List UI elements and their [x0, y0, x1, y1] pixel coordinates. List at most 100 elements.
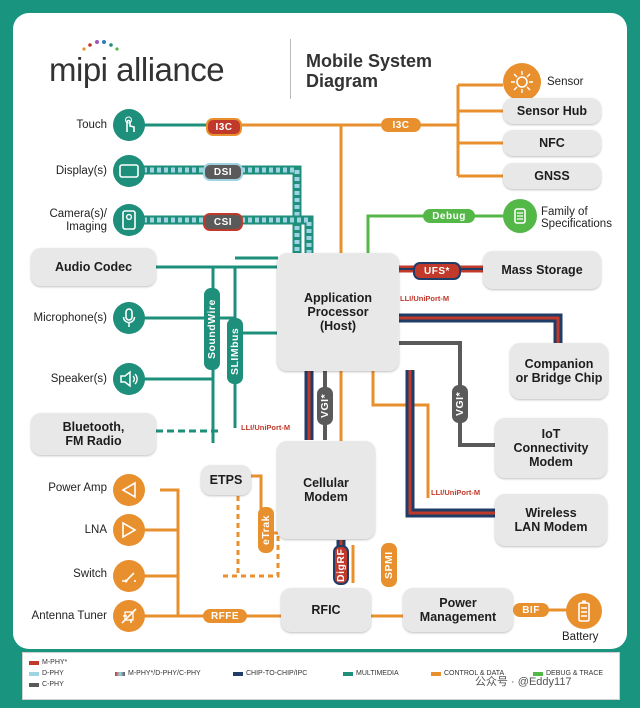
legend-chip-label: CHIP-TO-CHIP/IPC [246, 670, 308, 677]
sensor-hub-box: Sensor Hub [503, 98, 601, 124]
battery-icon [566, 593, 602, 629]
nfc-label: NFC [539, 136, 565, 150]
debug-tag: Debug [423, 209, 475, 223]
legend-mphy-swatch [29, 660, 39, 665]
legend-multimedia-swatch [343, 671, 353, 676]
i3c-tag-right: I3C [381, 118, 421, 132]
legend-cphy: C-PHY [29, 681, 64, 688]
legend-chip-swatch [233, 671, 243, 676]
ufs-tag: UFS* [413, 262, 461, 280]
vgi-tag-right: VGI* [452, 385, 468, 423]
bif-tag: BIF [513, 603, 549, 617]
legend-combo: M-PHY*/D-PHY/C-PHY [115, 670, 201, 677]
lli-label-3: LLI/UniPort-M [431, 488, 481, 497]
legend-multimedia-label: MULTIMEDIA [356, 670, 399, 677]
mass-storage-label: Mass Storage [501, 263, 583, 277]
sensor-label: Sensor [547, 76, 584, 88]
pm-label-1: Power [439, 596, 477, 610]
etps-label: ETPS [209, 473, 243, 487]
legend-dphy-swatch [29, 671, 39, 676]
digrf-tag: DigRF [333, 545, 349, 585]
legend-debug-label: DEBUG & TRACE [546, 670, 604, 677]
modem-label-1: Cellular [303, 476, 349, 490]
family-label-2: Specifications [541, 218, 612, 230]
legend-mphy-label: M-PHY* [42, 659, 68, 666]
legend-combo-swatch [115, 671, 125, 676]
page-title: Mobile System Diagram [306, 51, 432, 91]
switch-icon [113, 560, 145, 592]
title-line1: Mobile System [306, 51, 433, 71]
antenna-tuner-icon [113, 600, 145, 632]
bluetooth-label-2: FM Radio [65, 434, 122, 448]
companion-label-1: Companion [524, 357, 594, 371]
power-amp-label: Power Amp [48, 482, 107, 494]
rfic-box: RFIC [281, 588, 371, 632]
power-amp-icon [113, 474, 145, 506]
bluetooth-label-1: Bluetooth, [62, 420, 125, 434]
legend-control-label: CONTROL & DATA [444, 670, 505, 677]
touch-label: Touch [76, 119, 107, 131]
modem-label-2: Modem [304, 490, 348, 504]
diagram-panel: mipi alliance Mobile System Diagram Touc… [13, 13, 627, 649]
title-line2: Diagram [306, 71, 379, 91]
etrak-tag: eTrak [258, 507, 274, 553]
microphone-label: Microphone(s) [33, 312, 108, 324]
logo-text: mipi alliance [49, 51, 225, 88]
sensor-icon [503, 63, 541, 101]
sensor-hub-label: Sensor Hub [516, 104, 588, 118]
switch-label: Switch [73, 568, 107, 580]
legend-combo-label: M-PHY*/D-PHY/C-PHY [128, 670, 201, 677]
companion-label-2: or Bridge Chip [515, 371, 603, 385]
speaker-icon [113, 363, 145, 395]
lna-label: LNA [84, 524, 107, 536]
vgi-tag-center: VGI* [317, 387, 333, 425]
lli-label-2: LLI/UniPort-M [241, 423, 291, 432]
legend-control: CONTROL & DATA [431, 670, 504, 677]
antenna-tuner-label: Antenna Tuner [31, 610, 107, 622]
rfic-label: RFIC [311, 603, 341, 617]
camera-label-2: Imaging [66, 221, 107, 233]
bluetooth-box: Bluetooth,FM Radio [31, 413, 156, 455]
legend-dphy: D-PHY [29, 670, 64, 677]
legend-dphy-label: D-PHY [42, 670, 64, 677]
spmi-tag: SPMI [381, 543, 397, 587]
slimbus-tag: SLIMbus [227, 318, 243, 384]
family-specs-icon [503, 199, 537, 233]
microphone-icon [113, 302, 145, 334]
ap-label-2: Processor [307, 305, 369, 319]
legend-cphy-label: C-PHY [42, 681, 64, 688]
watermark: 公众号 · @Eddy117 [475, 676, 572, 688]
legend-mphy: M-PHY* [29, 659, 67, 666]
legend-debug: DEBUG & TRACE [533, 670, 603, 677]
wlan-label-2: LAN Modem [514, 520, 588, 534]
soundwire-tag: SoundWire [204, 288, 220, 370]
i3c-tag-left: I3C [206, 118, 242, 136]
title-divider [290, 39, 291, 99]
pm-label-2: Management [419, 610, 497, 624]
rffe-tag: RFFE [203, 609, 247, 623]
audio-codec-label: Audio Codec [54, 260, 133, 274]
display-label: Display(s) [55, 165, 107, 177]
wlan-label-1: Wireless [525, 506, 577, 520]
iot-label-2: Connectivity [513, 441, 589, 455]
legend-multimedia: MULTIMEDIA [343, 670, 399, 677]
mipi-logo: mipi alliance [49, 40, 225, 89]
battery-label: Battery [562, 631, 599, 643]
legend-cphy-swatch [29, 682, 39, 687]
family-label-1: Family of [541, 206, 588, 218]
etps-box: ETPS [201, 465, 251, 495]
lna-icon [113, 514, 145, 546]
iot-label-1: IoT [541, 427, 561, 441]
csi-tag: CSI [203, 213, 243, 231]
camera-label-1: Camera(s)/ [49, 208, 107, 220]
iot-label-3: Modem [529, 455, 573, 469]
gnss-box: GNSS [503, 163, 601, 189]
lli-label-1: LLI/UniPort-M [400, 294, 450, 303]
touch-icon [113, 109, 145, 141]
